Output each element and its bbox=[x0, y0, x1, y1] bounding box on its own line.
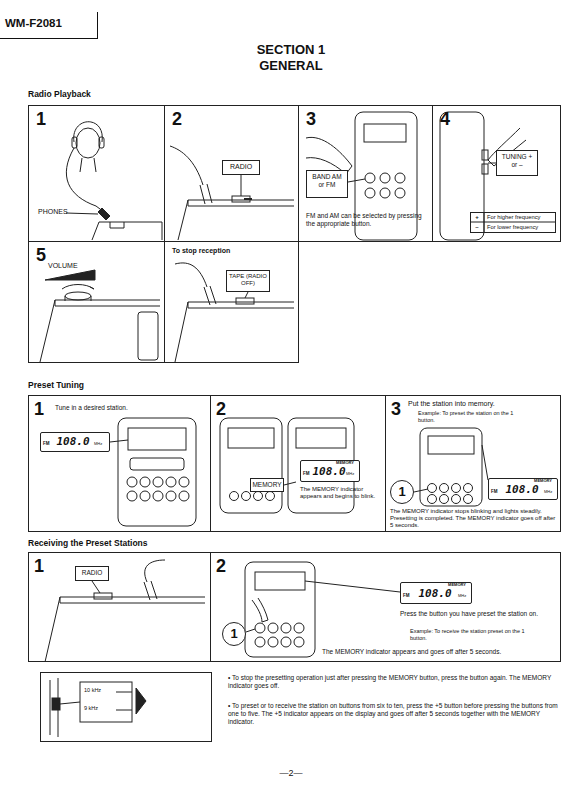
walkman-front bbox=[414, 428, 488, 506]
tape-switch-illustration bbox=[175, 263, 294, 362]
step-panel: 1 Tune in a desired station. FM108.0MHz bbox=[28, 395, 211, 532]
caption-text: The MEMORY indicator appears and goes of… bbox=[322, 648, 557, 656]
step-number: 1 bbox=[34, 399, 50, 421]
display-band: FM bbox=[43, 441, 53, 446]
tuning-button-illustration bbox=[440, 112, 556, 240]
section-heading: Radio Playback bbox=[28, 89, 178, 99]
step-panel: 2RADIO bbox=[164, 105, 299, 242]
control-name: RADIO bbox=[75, 569, 109, 577]
step-number: 3 bbox=[306, 109, 326, 131]
step-number: 4 bbox=[440, 109, 460, 131]
display-readout: MEMORYFM108.0MHz bbox=[488, 478, 558, 500]
caption-text: Tune in a desired station. bbox=[55, 404, 165, 412]
display-readout: MEMORYFM108.0MHz bbox=[400, 582, 472, 604]
section-heading: Receiving the Preset Stations bbox=[28, 538, 228, 548]
walkman-front bbox=[245, 562, 400, 657]
switch-position: 9 kHz bbox=[84, 705, 116, 712]
step-panel: 3 FM and AM can be selected by pressing t… bbox=[298, 105, 433, 242]
display-frequency: 108.0 bbox=[412, 587, 458, 600]
callout-box: RADIO bbox=[222, 160, 260, 175]
note-text: • To stop the presetting operation just … bbox=[228, 674, 558, 690]
step-panel: 2Press the button you have preset the st… bbox=[210, 552, 561, 662]
caption-text: FM and AM can be selected by pressing th… bbox=[306, 212, 428, 228]
display-band: FM bbox=[491, 489, 501, 494]
preset-button-callout: 1 bbox=[390, 480, 414, 504]
caption-text: Put the station into memory. bbox=[408, 400, 558, 408]
display-unit: MHz bbox=[346, 472, 359, 477]
button-number: 1 bbox=[390, 484, 414, 500]
radio-switch-illustration bbox=[45, 560, 205, 662]
step-panel: 3Put the station into memory. Example: To… bbox=[385, 395, 561, 532]
page-number: —2— bbox=[266, 768, 316, 779]
control-name: TAPE (RADIO OFF) bbox=[229, 273, 267, 287]
display-readout: FM108.0MHz bbox=[40, 432, 110, 452]
caption-text: The MEMORY indicator appears and begins … bbox=[300, 486, 382, 500]
display-band: FM bbox=[303, 471, 313, 476]
display-frequency: 108.0 bbox=[500, 483, 544, 496]
listener-illustration bbox=[66, 122, 162, 240]
display-unit: MHz bbox=[544, 490, 557, 495]
step-number: 3 bbox=[391, 399, 407, 421]
section-heading: Preset Tuning bbox=[28, 380, 178, 390]
caption-text: PHONES bbox=[38, 208, 78, 216]
display-band: FM bbox=[403, 593, 413, 598]
switch-position: 10 kHz bbox=[84, 687, 116, 694]
table-cell: – bbox=[470, 224, 484, 231]
control-name: BAND AM or FM bbox=[312, 173, 342, 189]
caption-text: Example: To receive the station preset o… bbox=[410, 628, 530, 641]
table-cell: For lower frequency bbox=[487, 224, 555, 231]
volume-illustration bbox=[40, 270, 160, 362]
display-unit: MHz bbox=[94, 442, 108, 447]
radio-switch-illustration bbox=[170, 146, 294, 240]
display-readout: MEMORYFM108.0MHz bbox=[300, 460, 360, 482]
step-number: 2 bbox=[172, 109, 192, 131]
panel-heading: To stop reception bbox=[172, 247, 282, 255]
display-frequency: 108.0 bbox=[312, 465, 346, 478]
step-panel: 1RADIO bbox=[28, 552, 211, 662]
callout-box: BAND AM or FM bbox=[306, 170, 348, 198]
callout-box: MEMORY bbox=[250, 478, 284, 492]
control-name: TUNING + or – bbox=[501, 153, 533, 169]
callout-box: TAPE (RADIO OFF) bbox=[226, 270, 270, 292]
model-number: WM-F2081 bbox=[5, 17, 95, 31]
control-name: RADIO bbox=[222, 163, 260, 171]
step-number: 1 bbox=[36, 109, 56, 131]
caption-text: The MEMORY indicator stops blinking and … bbox=[390, 508, 558, 530]
button-number: 1 bbox=[222, 626, 246, 642]
switch-box: 10 kHz 9 kHz bbox=[40, 672, 212, 742]
display-unit: MHz bbox=[458, 594, 471, 599]
caption-text: Press the button you have preset the sta… bbox=[400, 610, 550, 618]
function-table: +For higher frequency–For lower frequenc… bbox=[470, 212, 556, 233]
note-text: • To preset or to receive the station on… bbox=[228, 702, 558, 726]
display-frequency: 108.0 bbox=[53, 435, 93, 448]
step-panel: To stop receptionTAPE (RADIO OFF) bbox=[164, 241, 299, 363]
walkman-front bbox=[110, 418, 196, 526]
step-panel: 4TUNING + or – +For higher frequency–For … bbox=[432, 105, 561, 242]
tuning-step-switch bbox=[50, 678, 146, 737]
table-cell: + bbox=[470, 214, 484, 221]
callout-box: RADIO bbox=[75, 566, 109, 581]
table-cell: For higher frequency bbox=[487, 214, 555, 221]
step-number: 1 bbox=[34, 556, 50, 578]
model-number-box: WM-F2081 bbox=[0, 12, 98, 39]
step-number: 2 bbox=[216, 556, 232, 578]
step-panel: 5VOLUME bbox=[28, 241, 165, 363]
control-name: MEMORY bbox=[250, 481, 284, 489]
step-number: 2 bbox=[216, 399, 232, 421]
step-panel: 2The MEMORY indicator appears and begins… bbox=[210, 395, 386, 532]
callout-box: TUNING + or – bbox=[496, 150, 538, 176]
page-title: SECTION 1 GENERAL bbox=[236, 42, 346, 75]
preset-button-callout: 1 bbox=[222, 622, 246, 646]
caption-text: VOLUME bbox=[48, 262, 88, 270]
caption-text: Example: To preset the station on the 1 … bbox=[418, 410, 528, 423]
step-panel: 1PHONES bbox=[28, 105, 165, 242]
